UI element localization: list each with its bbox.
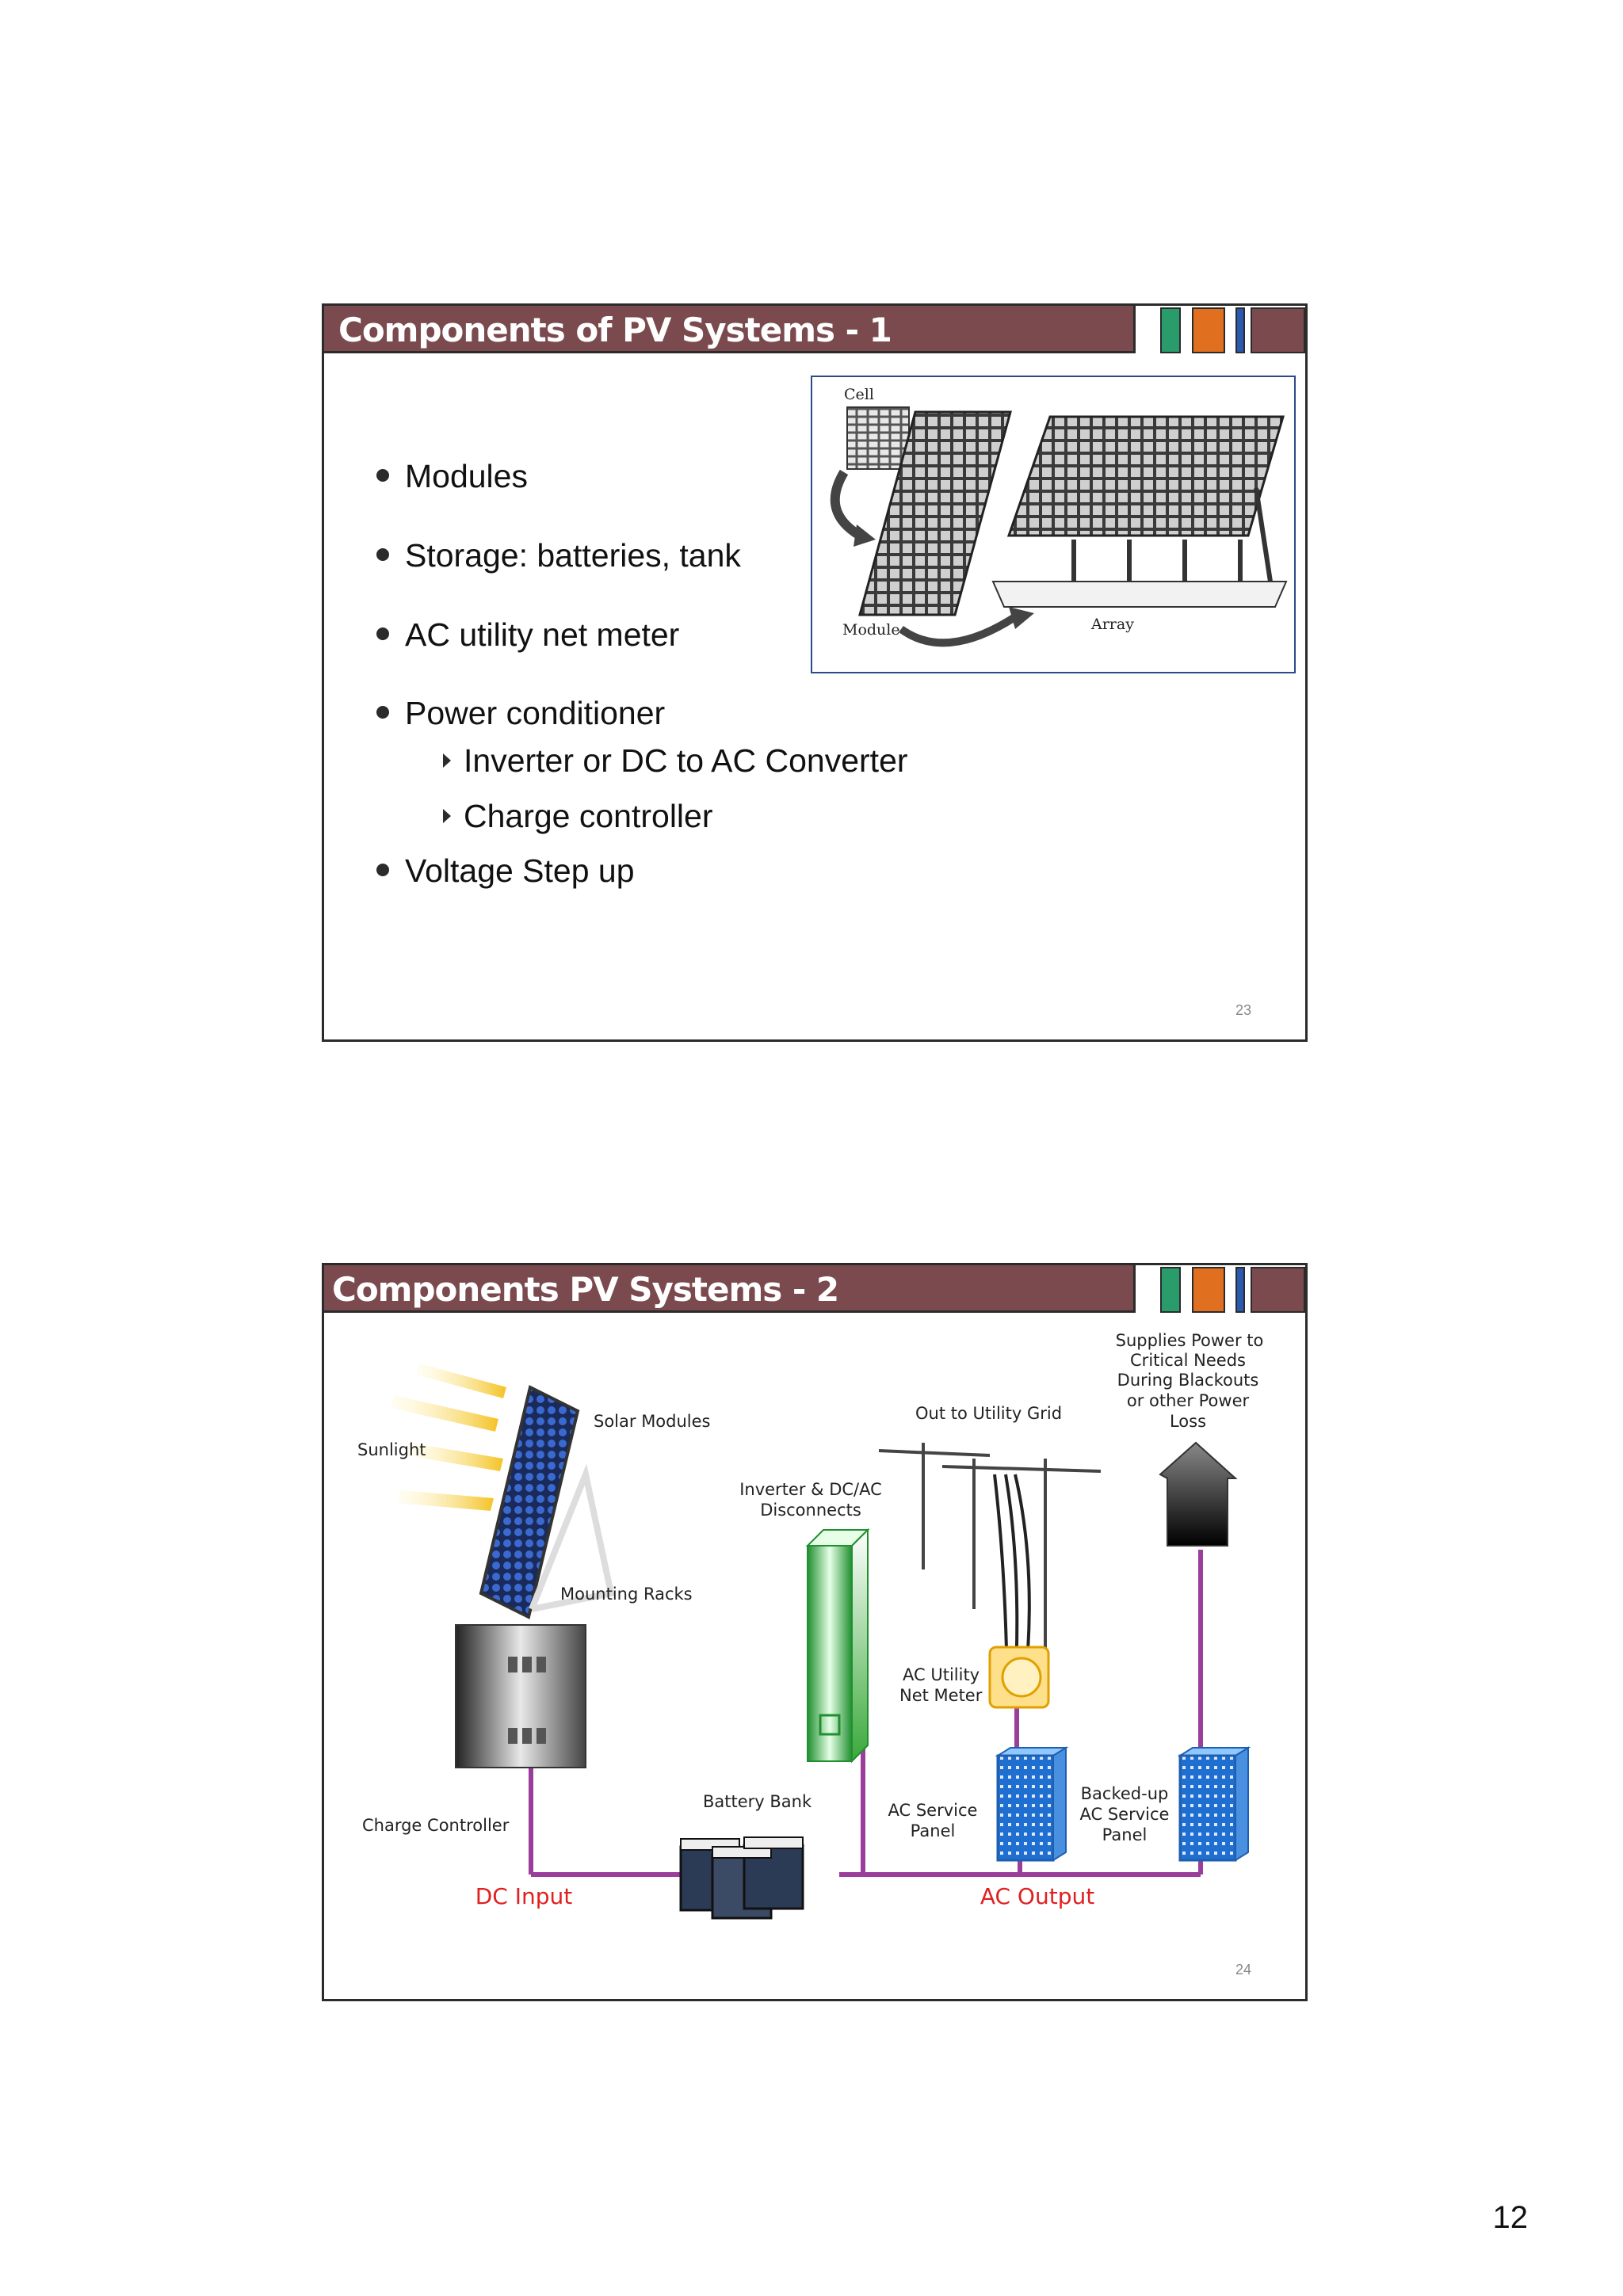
array-icon	[1006, 415, 1285, 537]
slide-title-bar: Components PV Systems - 2	[324, 1265, 1136, 1313]
backed-up-panel-icon	[1178, 1754, 1237, 1862]
triangle-bullet-icon	[443, 753, 451, 769]
slide-components-2: Components PV Systems - 2	[322, 1263, 1308, 2001]
sub-bullet-inverter: Inverter or DC to AC Converter	[443, 742, 908, 780]
sunlight-label: Sunlight	[357, 1440, 426, 1459]
battery-bank-icon	[679, 1836, 804, 1920]
ac-meter-label-line2: Net Meter	[899, 1686, 983, 1705]
slide-title: Components of PV Systems - 1	[338, 311, 892, 349]
solar-module-icon	[479, 1385, 580, 1619]
slide-title-bar: Components of PV Systems - 1	[324, 306, 1136, 353]
bullet-dot-icon	[376, 864, 389, 877]
sub-bullet-charge-controller: Charge controller	[443, 798, 713, 835]
charge-controller-label: Charge Controller	[362, 1816, 510, 1835]
charge-controller-icon	[455, 1624, 586, 1768]
slide-components-1: Components of PV Systems - 1 Modules Sto…	[322, 303, 1308, 1042]
mounting-rack-icon	[529, 1463, 615, 1612]
supplies-label-line4: Critical Needs	[1130, 1351, 1246, 1370]
slide-number: 23	[1235, 1002, 1251, 1018]
slide-title: Components PV Systems - 2	[332, 1270, 839, 1309]
ac-service-panel-icon	[996, 1754, 1055, 1862]
bullet-dot-icon	[376, 706, 389, 719]
arrow-module-to-array-icon	[899, 611, 1021, 647]
inverter-label-line2: Disconnects	[760, 1501, 861, 1520]
mounting-racks-label: Mounting Racks	[560, 1585, 693, 1604]
backed-up-label-line1: Backed-up	[1081, 1784, 1169, 1803]
curved-arrow-icon	[830, 469, 863, 540]
bullet-voltage-step-up: Voltage Step up	[376, 852, 635, 890]
slide-number: 24	[1235, 1962, 1251, 1978]
ac-output-label: AC Output	[980, 1883, 1094, 1909]
bullet-dot-icon	[376, 469, 389, 482]
bullet-net-meter: AC utility net meter	[376, 616, 679, 654]
cell-icon	[846, 406, 910, 470]
decorative-bars	[1136, 1265, 1305, 1313]
inverter-label-line1: Inverter & DC/AC	[739, 1480, 882, 1499]
bullet-storage: Storage: batteries, tank	[376, 537, 741, 574]
solar-modules-label: Solar Modules	[594, 1412, 711, 1431]
sunlight-rays-icon	[391, 1363, 506, 1511]
pv-illustration: Cell Module Array	[830, 386, 1288, 647]
bullet-dot-icon	[376, 548, 389, 562]
ac-service-panel-label-line1: AC Service	[888, 1801, 978, 1820]
pv-system-diagram: Sunlight Solar Modules Mounting Racks Ch…	[357, 1331, 1264, 1920]
supplies-label-line1: Loss	[1170, 1412, 1206, 1431]
array-label: Array	[1090, 616, 1134, 633]
triangle-bullet-icon	[443, 809, 451, 824]
blue-bar	[1235, 307, 1245, 353]
decorative-bars	[1136, 306, 1305, 353]
maroon-bar	[1251, 1267, 1305, 1313]
out-to-grid-label: Out to Utility Grid	[915, 1404, 1062, 1423]
module-label: Module	[842, 621, 900, 639]
page-number: 12	[1492, 2200, 1529, 2235]
house-icon	[1159, 1441, 1238, 1547]
ac-meter-label-line1: AC Utility	[903, 1665, 980, 1684]
supplies-label-line2: or other Power	[1127, 1391, 1250, 1410]
cell-label: Cell	[844, 386, 874, 403]
green-bar	[1160, 1267, 1181, 1313]
green-bar	[1160, 307, 1181, 353]
controller-vents	[508, 1657, 546, 1744]
bullet-dot-icon	[376, 627, 389, 641]
module-icon	[858, 410, 1012, 616]
backed-up-label-line2: AC Service	[1080, 1805, 1170, 1824]
backed-up-label-line3: Panel	[1102, 1825, 1148, 1844]
battery-bank-label: Battery Bank	[703, 1792, 812, 1811]
orange-bar	[1192, 307, 1225, 353]
dc-input-label: DC Input	[475, 1883, 573, 1909]
orange-bar	[1192, 1267, 1225, 1313]
ac-service-panel-label-line2: Panel	[911, 1821, 956, 1840]
blue-bar	[1235, 1267, 1245, 1313]
bullet-modules: Modules	[376, 458, 528, 495]
supplies-label-line3: During Blackouts	[1117, 1371, 1259, 1390]
cell-module-array-image: Cell Module Array	[811, 376, 1296, 673]
bullet-power-conditioner: Power conditioner	[376, 695, 665, 732]
supplies-label-line5: Supplies Power to	[1116, 1331, 1264, 1350]
maroon-bar	[1251, 307, 1305, 353]
